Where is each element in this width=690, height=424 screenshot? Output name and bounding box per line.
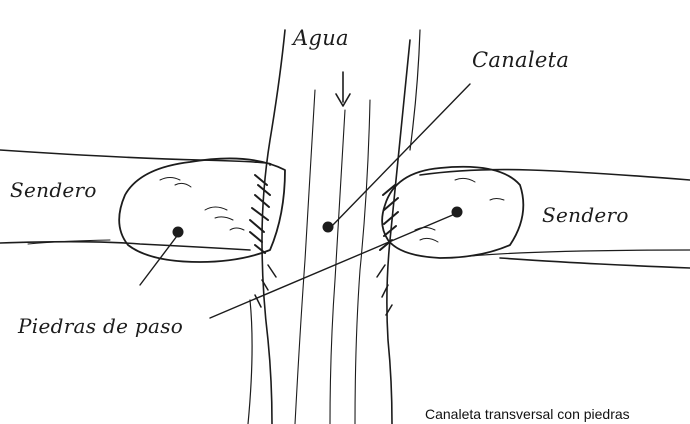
channel-bank-left [248, 300, 252, 424]
stones-leader-line [140, 232, 180, 285]
stepping-stones-label: Piedras de paso [18, 314, 183, 338]
left-path-label: Sendero [10, 178, 97, 202]
channel-label: Canaleta [472, 48, 569, 72]
bank-shading [250, 175, 270, 253]
left-path-edge [0, 150, 271, 165]
stone-marker [452, 207, 463, 218]
water-flow-line [355, 100, 370, 424]
right-path-edge [470, 250, 690, 256]
stone-marker [173, 227, 184, 238]
channel-bank-right [410, 30, 420, 150]
water-flow-line [295, 90, 315, 424]
water-label: Agua [293, 26, 349, 50]
right-path-edge [500, 258, 690, 268]
right-path-label: Sendero [542, 203, 629, 227]
stone-marker [323, 222, 334, 233]
water-flow-line [330, 110, 345, 424]
channel-bank-left [262, 30, 285, 424]
figure-caption: Canaleta transversal con piedras [425, 406, 630, 422]
stone-hatching [160, 178, 244, 231]
bank-shading [255, 265, 276, 307]
bank-shading [377, 265, 392, 315]
canaleta-leader-line [330, 84, 470, 228]
